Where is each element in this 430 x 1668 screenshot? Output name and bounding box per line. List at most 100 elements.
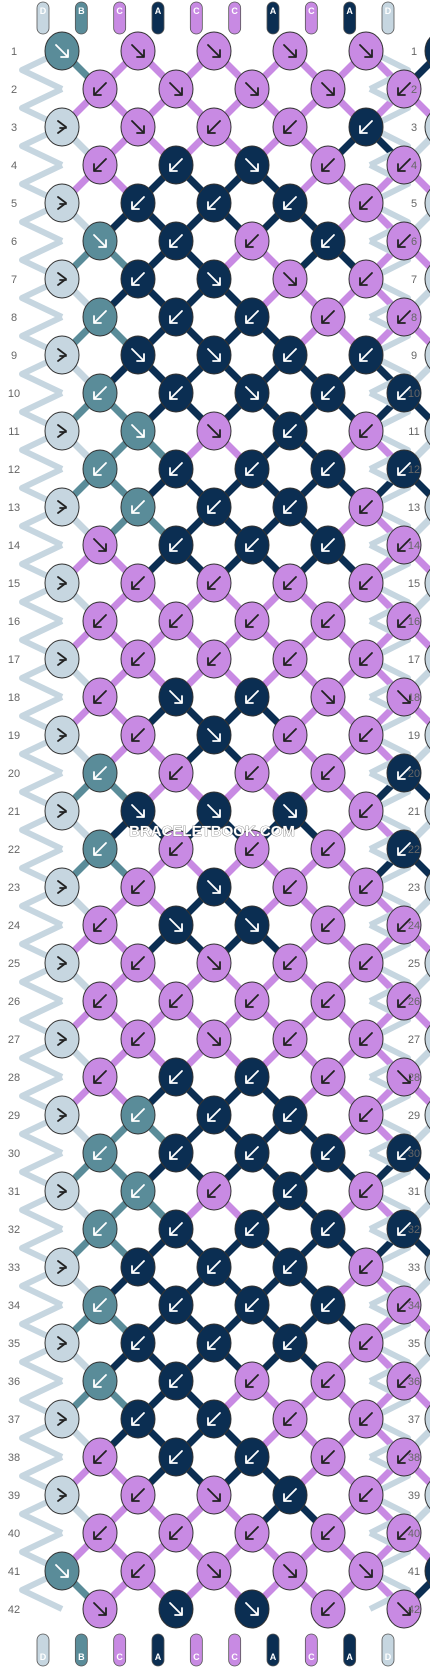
knot-arrow-icon xyxy=(283,652,297,666)
row-number-right: 29 xyxy=(408,1110,420,1122)
knot-arrow-icon xyxy=(283,1336,297,1350)
row-number-left: 2 xyxy=(11,84,17,96)
knot-arrow-icon xyxy=(397,462,411,476)
knot-arrow-icon xyxy=(283,1184,297,1198)
knot xyxy=(44,335,80,375)
knot xyxy=(424,36,430,66)
row-number-left: 19 xyxy=(8,730,20,742)
knot xyxy=(44,183,80,223)
top-string-end xyxy=(113,1,127,35)
row-number-left: 10 xyxy=(8,388,20,400)
top-string-letter: A xyxy=(155,6,162,16)
knot-arrow-icon xyxy=(321,918,335,932)
row-number-right: 24 xyxy=(408,920,420,932)
knot-arrow-icon xyxy=(57,1488,67,1502)
row-number-left: 6 xyxy=(11,236,17,248)
knot-arrow-icon xyxy=(57,500,67,514)
knot-arrow-icon xyxy=(283,120,297,134)
knot-arrow-icon xyxy=(321,158,335,172)
knot xyxy=(424,340,430,370)
top-string-end xyxy=(228,1,242,35)
knot-arrow-icon xyxy=(93,614,107,628)
knot-arrow-icon xyxy=(207,576,221,590)
bottom-string-end xyxy=(343,1633,357,1667)
row-number-right: 6 xyxy=(411,236,417,248)
knot-arrow-icon xyxy=(245,1146,259,1160)
knot-arrow-icon xyxy=(169,1526,183,1540)
knot-arrow-icon xyxy=(359,880,373,894)
knot-arrow-icon xyxy=(93,310,107,324)
row-number-left: 20 xyxy=(8,768,20,780)
knot-arrow-icon xyxy=(57,880,67,894)
knot-arrow-icon xyxy=(283,880,297,894)
knot-arrow-icon xyxy=(397,1602,411,1616)
knot-arrow-icon xyxy=(169,1070,183,1084)
knot-arrow-icon xyxy=(283,348,297,362)
knot-arrow-icon xyxy=(397,918,411,932)
knot-arrow-icon xyxy=(57,272,67,286)
knot xyxy=(44,791,80,831)
row-number-left: 37 xyxy=(8,1414,20,1426)
knot-arrow-icon xyxy=(321,614,335,628)
knot-arrow-icon xyxy=(207,44,221,58)
knot-arrow-icon xyxy=(93,462,107,476)
knot-arrow-icon xyxy=(283,424,297,438)
row-number-right: 33 xyxy=(408,1262,420,1274)
row-number-left: 28 xyxy=(8,1072,20,1084)
knot-arrow-icon xyxy=(131,1488,145,1502)
bottom-string-letter: C xyxy=(231,1652,238,1662)
row-number-left: 27 xyxy=(8,1034,20,1046)
knot xyxy=(424,644,430,674)
knot-arrow-icon xyxy=(283,196,297,210)
knot-arrow-icon xyxy=(93,1298,107,1312)
knot-arrow-icon xyxy=(321,1526,335,1540)
knot-arrow-icon xyxy=(207,1412,221,1426)
knot-arrow-icon xyxy=(397,1450,411,1464)
knot-arrow-icon xyxy=(397,1146,411,1160)
knot-grid xyxy=(44,31,430,1629)
knot-arrow-icon xyxy=(321,310,335,324)
knot-arrow-icon xyxy=(283,1260,297,1274)
row-number-right: 17 xyxy=(408,654,420,666)
knot-arrow-icon xyxy=(57,1108,67,1122)
row-number-left: 26 xyxy=(8,996,20,1008)
knot xyxy=(424,1328,430,1358)
knot-arrow-icon xyxy=(131,44,145,58)
knot-arrow-icon xyxy=(207,1108,221,1122)
knot xyxy=(424,1556,430,1586)
knot-arrow-icon xyxy=(283,272,297,286)
bottom-string-letter: D xyxy=(40,1652,47,1662)
bottom-string-letter: C xyxy=(116,1652,123,1662)
knot-arrow-icon xyxy=(169,690,183,704)
knot-arrow-icon xyxy=(359,652,373,666)
knot-arrow-icon xyxy=(245,842,259,856)
knot-arrow-icon xyxy=(321,1146,335,1160)
top-string-letter: C xyxy=(231,6,238,16)
bottom-string-letter: A xyxy=(346,1652,353,1662)
knot-arrow-icon xyxy=(321,994,335,1008)
knot-arrow-icon xyxy=(359,1032,373,1046)
knot-arrow-icon xyxy=(131,348,145,362)
knot-arrow-icon xyxy=(131,652,145,666)
bottom-string-end xyxy=(228,1633,242,1667)
row-number-left: 1 xyxy=(11,46,17,58)
knot-arrow-icon xyxy=(131,500,145,514)
knot-arrow-icon xyxy=(321,1070,335,1084)
row-number-left: 7 xyxy=(11,274,17,286)
knot-arrow-icon xyxy=(359,956,373,970)
knot-arrow-icon xyxy=(131,1184,145,1198)
row-number-right: 42 xyxy=(408,1604,420,1616)
bottom-string-end xyxy=(113,1633,127,1667)
knot-arrow-icon xyxy=(207,272,221,286)
knot-arrow-icon xyxy=(397,386,411,400)
knot-arrow-icon xyxy=(57,1336,67,1350)
top-string-end xyxy=(151,1,165,35)
knot-arrow-icon xyxy=(131,1412,145,1426)
row-number-right: 26 xyxy=(408,996,420,1008)
knot-arrow-icon xyxy=(397,1070,411,1084)
bottom-string-letter: B xyxy=(78,1652,85,1662)
knot-arrow-icon xyxy=(131,1564,145,1578)
row-number-left: 23 xyxy=(8,882,20,894)
bottom-string-end xyxy=(304,1633,318,1667)
